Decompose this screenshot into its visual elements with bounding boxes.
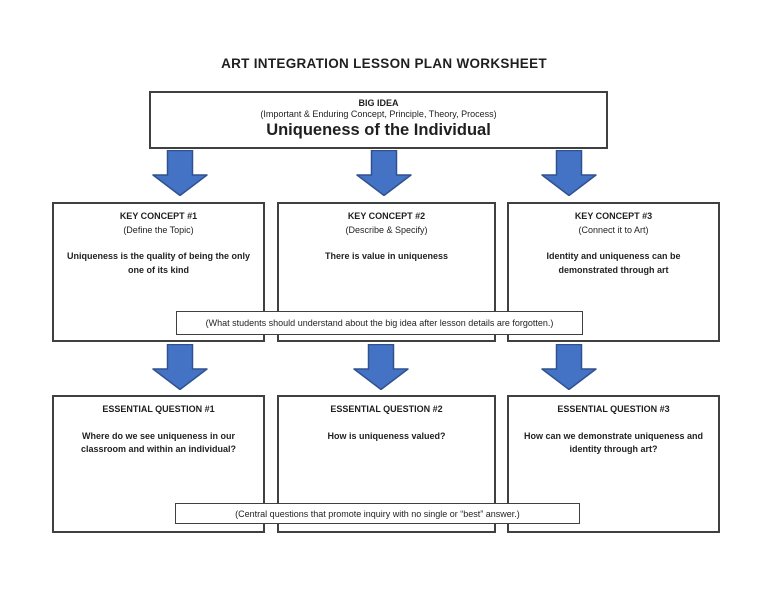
big-idea-subheading: (Important & Enduring Concept, Principle… <box>260 109 497 119</box>
key-concept-note: (What students should understand about t… <box>176 311 583 335</box>
key-concept-1-box: KEY CONCEPT #1 (Define the Topic) Unique… <box>52 202 265 342</box>
down-arrow-icon <box>152 344 208 390</box>
key-concept-2-heading: KEY CONCEPT #2 <box>347 211 426 221</box>
key-concept-1-body: Uniqueness is the quality of being the o… <box>66 251 251 275</box>
key-concept-3-body: Identity and uniqueness can be demonstra… <box>546 251 681 275</box>
essential-question-3-heading: ESSENTIAL QUESTION #3 <box>557 404 670 414</box>
essential-question-3-body: How can we demonstrate uniqueness and id… <box>523 430 704 455</box>
down-arrow-icon <box>353 344 409 390</box>
essential-question-note: (Central questions that promote inquiry … <box>175 503 580 524</box>
down-arrow-icon <box>152 150 208 196</box>
key-concept-1-heading: KEY CONCEPT #1 <box>119 211 198 221</box>
down-arrow-icon <box>541 344 597 390</box>
key-concept-3-subheading: (Connect it to Art) <box>578 224 649 235</box>
key-concept-2-subheading: (Describe & Specify) <box>345 224 428 235</box>
essential-question-2-heading: ESSENTIAL QUESTION #2 <box>330 404 443 414</box>
big-idea-value: Uniqueness of the Individual <box>266 121 491 139</box>
big-idea-heading: BIG IDEA <box>358 98 399 108</box>
essential-question-2-body: How is uniqueness valued? <box>327 430 446 441</box>
down-arrow-icon <box>541 150 597 196</box>
big-idea-box: BIG IDEA (Important & Enduring Concept, … <box>149 91 608 149</box>
essential-question-1-heading: ESSENTIAL QUESTION #1 <box>102 404 215 414</box>
key-concept-2-body: There is value in uniqueness <box>324 251 449 261</box>
down-arrow-icon <box>356 150 412 196</box>
key-concept-3-heading: KEY CONCEPT #3 <box>574 211 653 221</box>
page-title: ART INTEGRATION LESSON PLAN WORKSHEET <box>221 56 547 71</box>
essential-question-3-box: ESSENTIAL QUESTION #3 How can we demonst… <box>507 395 720 533</box>
key-concept-1-subheading: (Define the Topic) <box>123 224 194 235</box>
essential-question-1-body: Where do we see uniqueness in our classr… <box>80 430 237 455</box>
